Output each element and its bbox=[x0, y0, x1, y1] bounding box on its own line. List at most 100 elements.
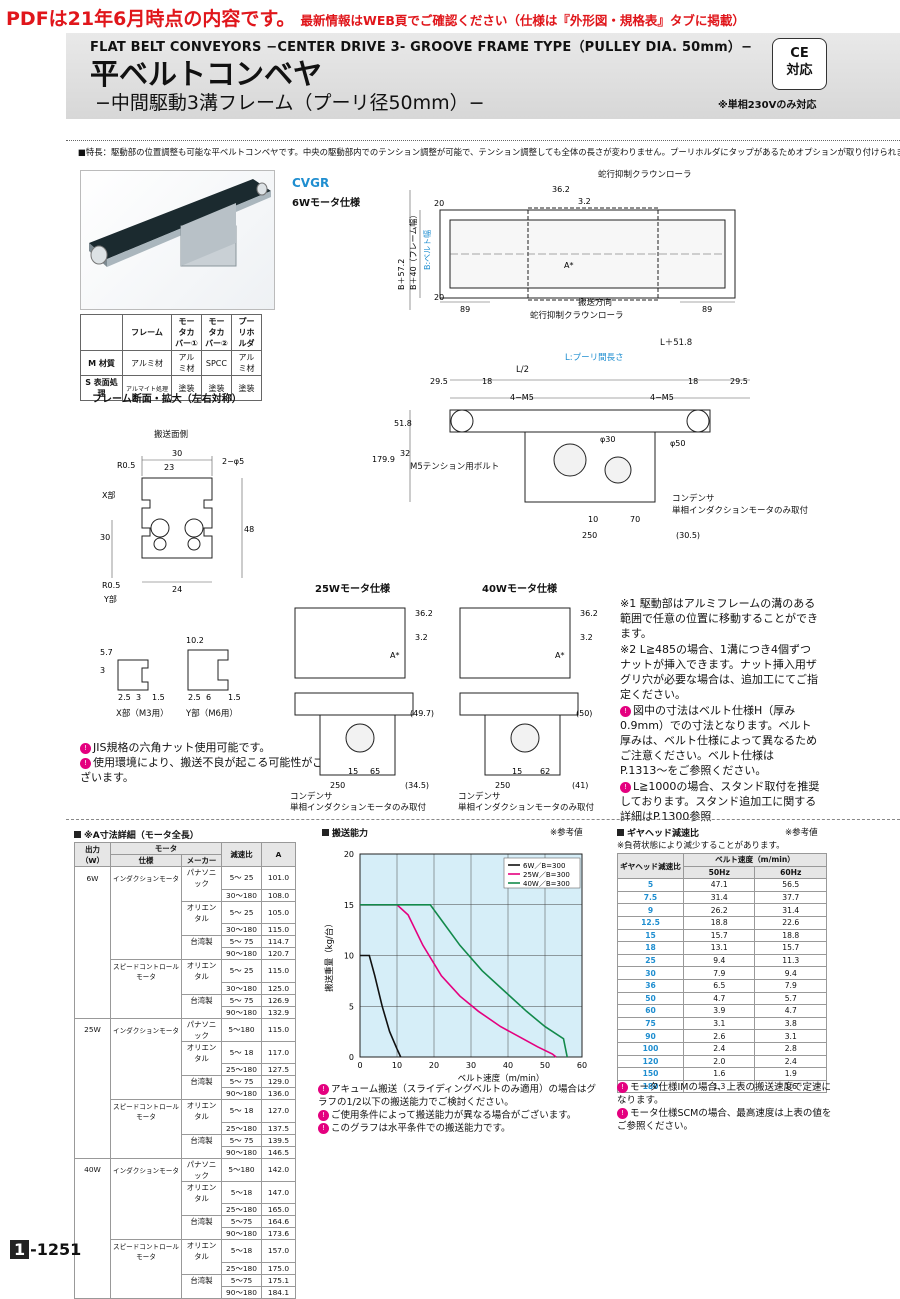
th: 50Hz bbox=[682, 865, 756, 880]
svg-text:23: 23 bbox=[164, 463, 174, 472]
svg-text:29.5: 29.5 bbox=[430, 377, 448, 386]
product-photo bbox=[80, 170, 275, 310]
ce-badge-text: CE 対応 bbox=[786, 46, 813, 78]
mat-cell: 塗装 bbox=[230, 375, 262, 401]
y-axis-label: 搬送重量（kg/台） bbox=[324, 919, 335, 992]
table-cell: 132.9 bbox=[261, 1005, 296, 1019]
svg-text:X部: X部 bbox=[102, 490, 115, 500]
table-cell bbox=[110, 947, 182, 960]
table-cell: 25W bbox=[74, 1017, 111, 1041]
mat-cell: S 表面処理 bbox=[80, 375, 123, 401]
table-cell: 117.0 bbox=[261, 1040, 296, 1064]
svg-text:250: 250 bbox=[495, 781, 510, 790]
mat-header: フレーム bbox=[122, 314, 172, 351]
mat-cell: 塗装 bbox=[170, 375, 202, 401]
table-cell: 90〜180 bbox=[221, 1005, 262, 1019]
table-cell: 5〜75 bbox=[221, 1215, 262, 1228]
table-cell: 146.5 bbox=[261, 1145, 296, 1159]
table-cell: 3.9 bbox=[682, 1004, 756, 1018]
th: 出力（W） bbox=[74, 842, 111, 867]
table-cell: 105.0 bbox=[261, 900, 296, 924]
svg-text:Y部: Y部 bbox=[103, 594, 117, 604]
table-cell: 5〜180 bbox=[221, 1017, 262, 1042]
gear-sub: ※負荷状態により減少することがあります。 bbox=[617, 841, 785, 851]
frame-section-drawing: 30 23 2−φ5 R0.5 48 30 24 X部 R0.5 Y部 bbox=[100, 449, 254, 604]
svg-text:(34.5): (34.5) bbox=[405, 781, 429, 790]
table-cell bbox=[110, 1006, 182, 1018]
table-cell: 9.4 bbox=[682, 953, 756, 968]
table-cell: 36 bbox=[617, 978, 684, 993]
table-cell bbox=[110, 901, 182, 924]
svg-text:89: 89 bbox=[702, 305, 712, 314]
table-cell: 25 bbox=[617, 953, 684, 968]
motor6w-label: 6Wモータ仕様 bbox=[292, 198, 360, 209]
table-cell: 129.0 bbox=[261, 1075, 296, 1088]
section-box: 1 bbox=[10, 1240, 30, 1259]
svg-text:1.5: 1.5 bbox=[152, 693, 165, 702]
svg-text:6: 6 bbox=[206, 693, 211, 702]
table-cell: 125.0 bbox=[261, 981, 296, 995]
table-cell: 台湾製 bbox=[180, 1215, 223, 1228]
table-cell bbox=[74, 1181, 111, 1204]
table-cell: 108.0 bbox=[261, 888, 296, 902]
table-cell: オリエンタル bbox=[180, 900, 223, 924]
table-cell bbox=[74, 923, 111, 936]
a-table-title: ※A寸法詳細（モータ全長） bbox=[74, 828, 199, 841]
table-cell: 5〜 25 bbox=[221, 959, 262, 983]
table-cell: 30〜180 bbox=[221, 923, 262, 936]
svg-text:5.7: 5.7 bbox=[100, 648, 113, 657]
table-cell: 90〜180 bbox=[221, 1087, 262, 1100]
mat-cell: M 材質 bbox=[80, 350, 123, 376]
table-cell: 9 bbox=[617, 903, 684, 917]
table-cell: オリエンタル bbox=[180, 1099, 223, 1122]
table-cell: 165.0 bbox=[261, 1203, 296, 1216]
table-cell bbox=[74, 1262, 111, 1274]
meander-roller-bottom: 蛇行抑制クラウンローラ bbox=[530, 311, 624, 321]
table-cell bbox=[110, 1063, 182, 1076]
capacity-ref: ※参考値 bbox=[550, 828, 583, 838]
table-cell bbox=[74, 1063, 111, 1076]
table-cell: 147.0 bbox=[261, 1180, 296, 1204]
capacity-title: 搬送能力 bbox=[322, 826, 368, 839]
table-cell: スピードコントロールモータ bbox=[110, 1239, 182, 1262]
svg-text:B＋40（フレーム幅）: B＋40（フレーム幅） bbox=[408, 211, 418, 290]
table-cell: 30〜180 bbox=[221, 888, 262, 902]
y-tick-label: 0 bbox=[349, 1053, 354, 1062]
table-cell: 114.7 bbox=[261, 935, 296, 948]
note-item: ※1 駆動部はアルミフレームの溝のある範囲で任意の位置に移動することができます。 bbox=[620, 597, 818, 640]
svg-text:18: 18 bbox=[688, 377, 698, 386]
left-notes: !JIS規格の六角ナット使用可能です。 !使用環境により、搬送不良が起こる可能性… bbox=[80, 740, 330, 785]
y-nut-label: Y部（M6用） bbox=[186, 709, 238, 719]
table-cell: 184.1 bbox=[261, 1285, 296, 1299]
svg-text:2.5: 2.5 bbox=[188, 693, 201, 702]
table-cell: 56.5 bbox=[754, 878, 827, 892]
warning-icon: ! bbox=[617, 1082, 628, 1093]
ce-badge: CE 対応 bbox=[772, 38, 827, 90]
table-cell bbox=[74, 1239, 111, 1262]
table-cell bbox=[74, 1146, 111, 1158]
capacity-note: !このグラフは水平条件での搬送能力です。 bbox=[318, 1122, 598, 1135]
english-title: FLAT BELT CONVEYORS −CENTER DRIVE 3- GRO… bbox=[90, 40, 753, 55]
svg-text:30: 30 bbox=[100, 533, 110, 542]
svg-text:18: 18 bbox=[482, 377, 492, 386]
table-cell: 2.4 bbox=[682, 1041, 756, 1056]
table-cell: 5 bbox=[617, 878, 684, 892]
table-cell bbox=[180, 889, 223, 901]
table-cell: 7.9 bbox=[754, 978, 827, 993]
table-cell bbox=[74, 1075, 111, 1088]
svg-text:(41): (41) bbox=[572, 781, 588, 790]
